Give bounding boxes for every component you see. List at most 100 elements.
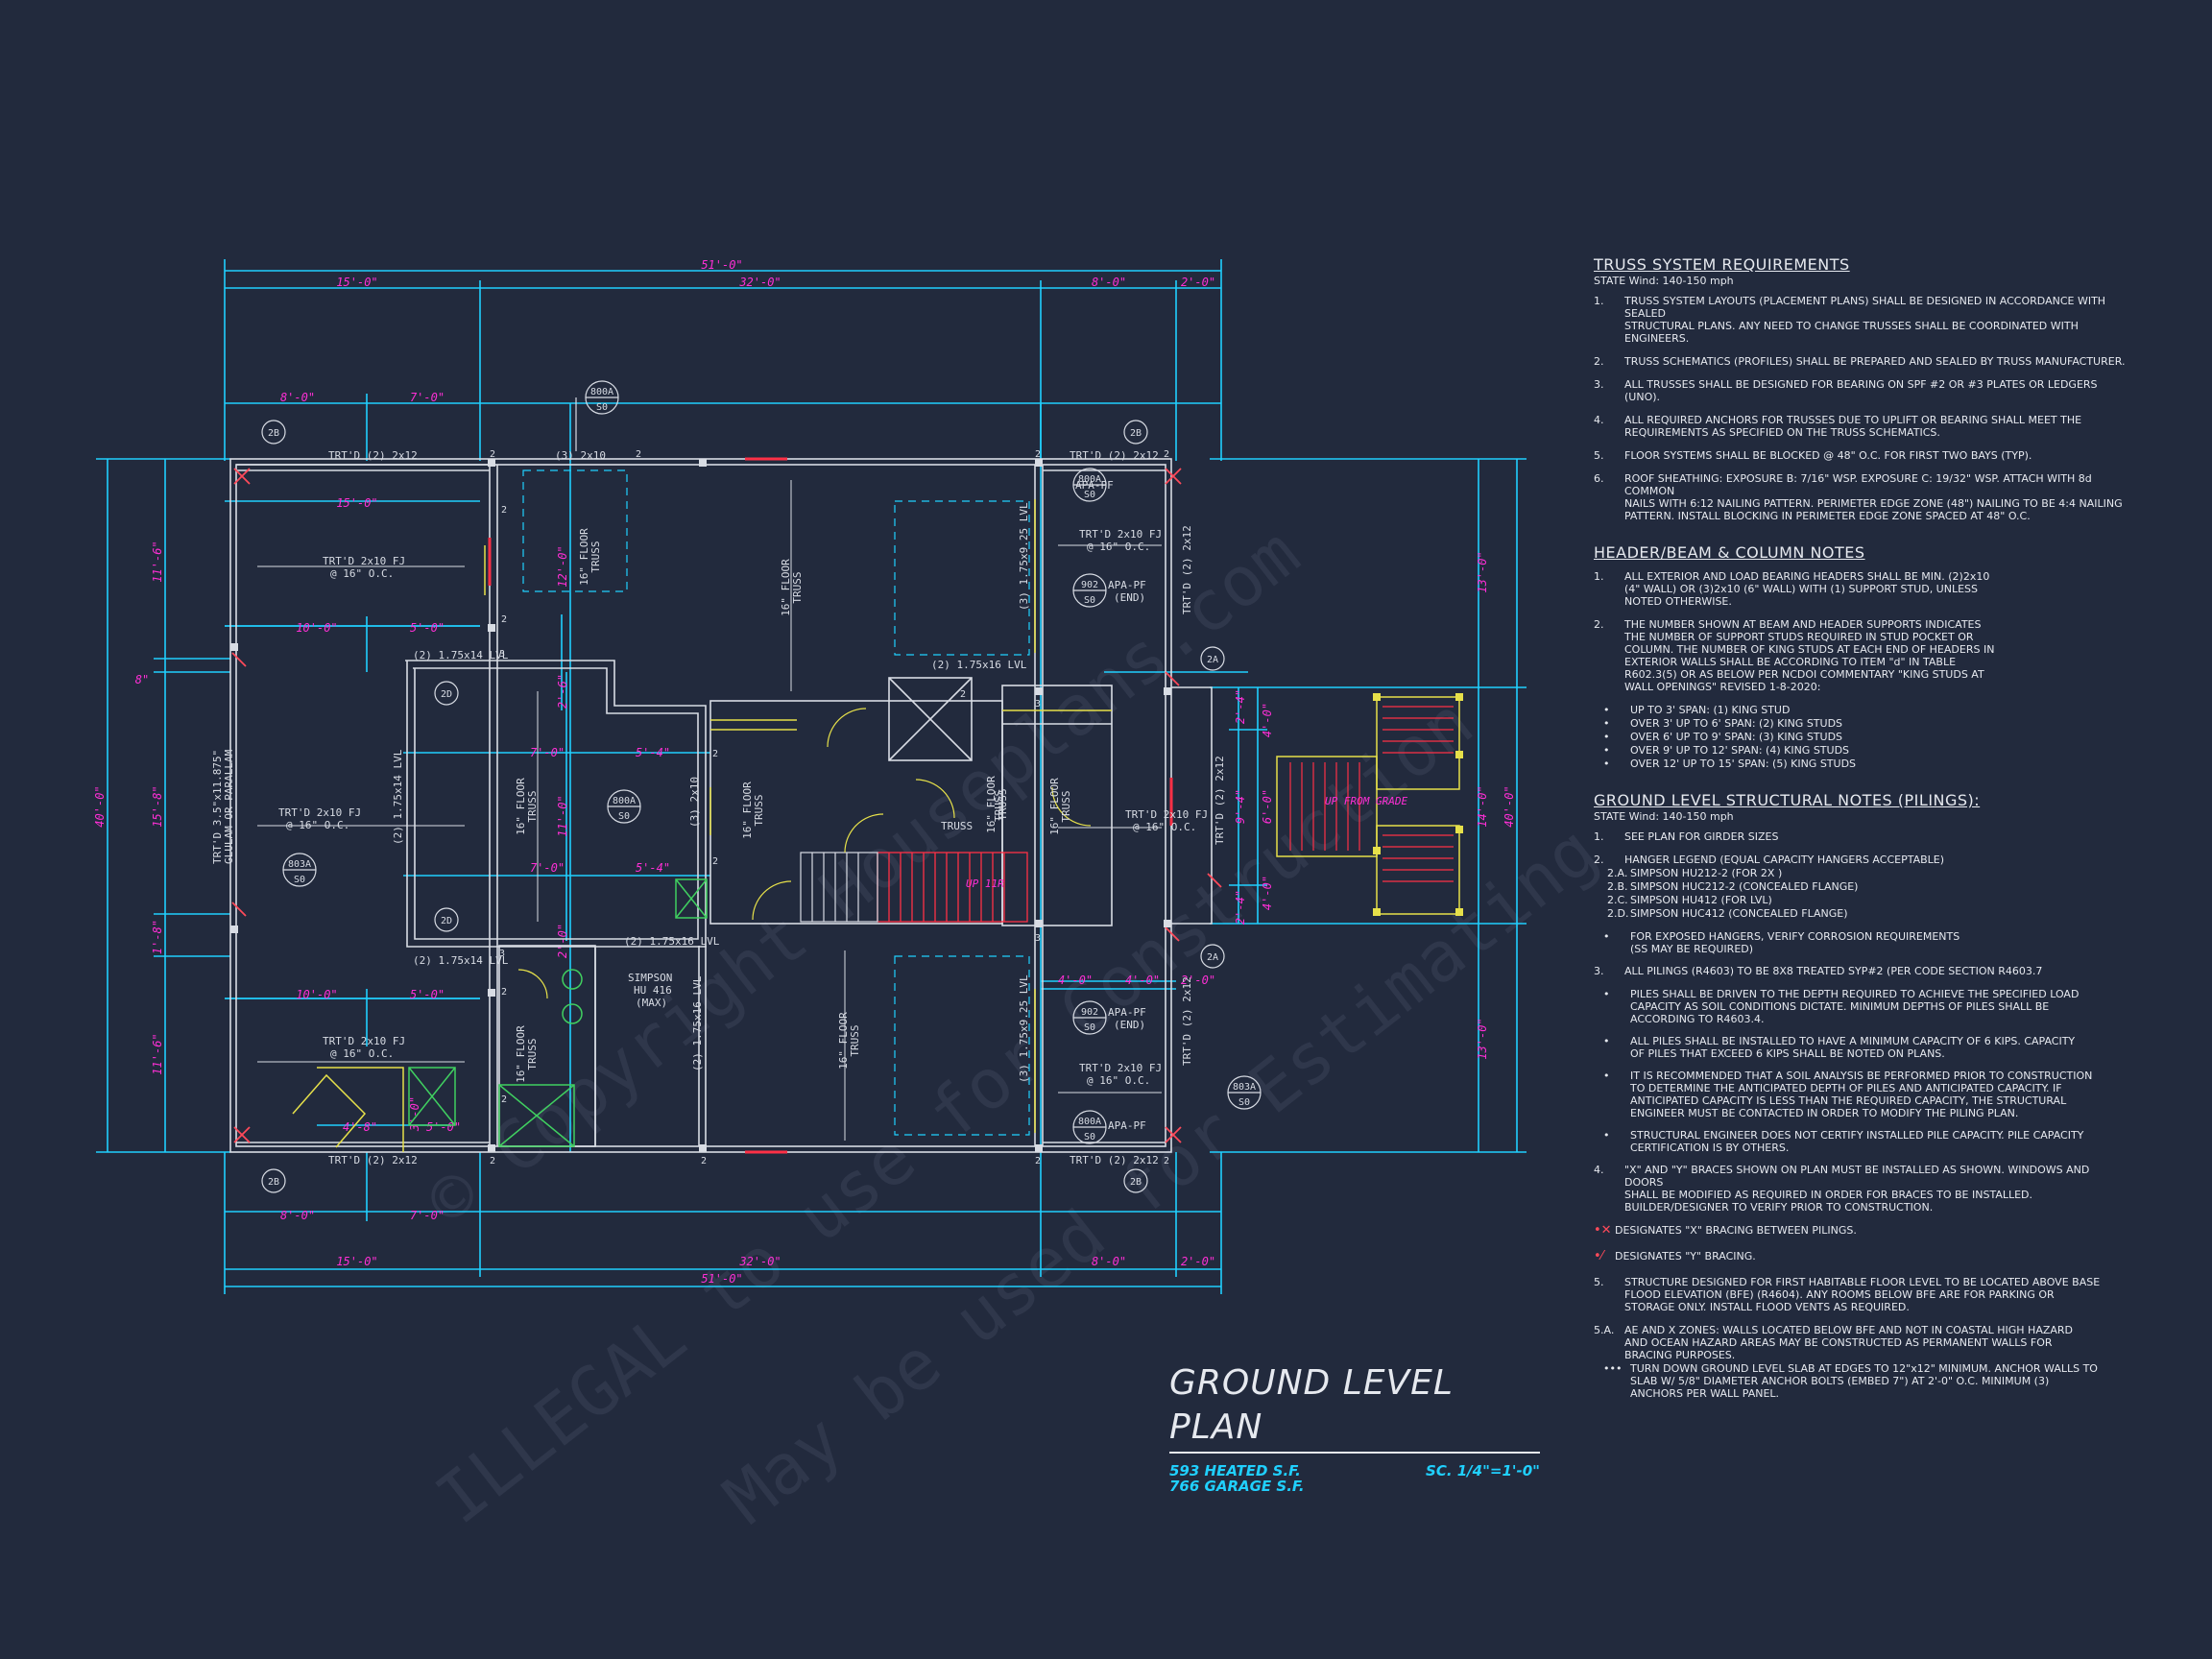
svg-text:S0: S0 [618, 811, 630, 822]
svg-text:800A: 800A [1078, 474, 1101, 485]
y-bracing-legend: •⁄DESIGNATES "Y" BRACING. [1594, 1249, 1756, 1263]
svg-text:UP 11R: UP 11R [966, 878, 1004, 890]
svg-text:S0: S0 [1084, 490, 1095, 500]
svg-text:(2) 1.75x16 LVL: (2) 1.75x16 LVL [624, 935, 720, 948]
hanger-legend: 2.A.SIMPSON HU212-2 (FOR 2X )2.B.SIMPSON… [1594, 867, 2131, 920]
svg-text:TRT'D 3.5"x11.875": TRT'D 3.5"x11.875" [211, 750, 224, 864]
dim-inner-5-4a: 5'-4" [636, 746, 670, 759]
dim-left-11-6-bot: 11'-6" [151, 1033, 164, 1074]
ground-note-5a: 5.A.AE AND X ZONES: WALLS LOCATED BELOW … [1594, 1324, 2074, 1361]
dim-right-13-bot: 13'-0" [1476, 1018, 1489, 1059]
dim-inner-5a: 5'-0" [410, 621, 445, 635]
dim-left-8: 8" [135, 673, 149, 686]
svg-text:(2) 1.75x14 LVL: (2) 1.75x14 LVL [413, 649, 509, 661]
header-notes: HEADER/BEAM & COLUMN NOTES 1.ALL EXTERIO… [1594, 543, 2131, 770]
dim-right-2-4-top: 2'-4" [1234, 689, 1247, 724]
header-note: 1.ALL EXTERIOR AND LOAD BEARING HEADERS … [1594, 570, 1990, 608]
svg-text:2: 2 [490, 1156, 495, 1166]
ground-note-3: 3.ALL PILINGS (R4603) TO BE 8X8 TREATED … [1594, 965, 2043, 977]
svg-text:TRT'D 2x10 FJ: TRT'D 2x10 FJ [1079, 528, 1162, 541]
svg-text:803A: 803A [288, 859, 311, 870]
doors [517, 708, 1092, 999]
svg-text:S0: S0 [1238, 1097, 1250, 1108]
svg-text:TRUSS: TRUSS [997, 788, 1009, 820]
svg-text:@ 16" O.C.: @ 16" O.C. [1087, 1074, 1150, 1087]
svg-text:800A: 800A [613, 796, 636, 806]
svg-text:@ 16" O.C.: @ 16" O.C. [330, 567, 394, 580]
svg-text:TRUSS: TRUSS [526, 790, 539, 822]
svg-text:TRT'D (2) 2x12: TRT'D (2) 2x12 [1070, 449, 1159, 462]
drawing-scale: SC. 1/4"=1'-0" [1426, 1462, 1540, 1479]
dim-inner-2-0v: 2'-0" [556, 924, 569, 958]
hanger-type: 2.D.SIMPSON HUC412 (CONCEALED FLANGE) [1607, 907, 1848, 920]
dim-inner-5c: 5'-0" [426, 1120, 461, 1134]
svg-text:TRT'D (2) 2x12: TRT'D (2) 2x12 [328, 1154, 418, 1166]
svg-text:2: 2 [1164, 449, 1169, 460]
ground-note-2: 2.HANGER LEGEND (EQUAL CAPACITY HANGERS … [1594, 854, 1945, 866]
dim-top-8a: 8'-0" [280, 391, 315, 404]
truss-labels: 16" FLOOR TRUSS 16" FLOOR TRUSS 16" FLOO… [515, 528, 1072, 1083]
svg-text:SIMPSON: SIMPSON [628, 972, 672, 984]
svg-text:16" FLOOR: 16" FLOOR [741, 781, 754, 839]
ground-note-4: 4."X" AND "Y" BRACES SHOWN ON PLAN MUST … [1594, 1164, 2090, 1214]
svg-text:16" FLOOR: 16" FLOOR [837, 1012, 850, 1070]
dim-top-overall: 51'-0" [701, 258, 742, 272]
svg-text:3: 3 [1035, 933, 1041, 944]
callout-bubbles [261, 380, 1262, 1193]
dim-bot-15: 15'-0" [336, 1255, 377, 1268]
svg-text:2D: 2D [441, 916, 452, 926]
x-bracing-legend: •✕DESIGNATES "X" BRACING BETWEEN PILINGS… [1594, 1223, 1857, 1238]
truss-note: 5.FLOOR SYSTEMS SHALL BE BLOCKED @ 48" O… [1594, 449, 2032, 462]
svg-text:2B: 2B [1130, 428, 1142, 439]
dim-right-9-4: 9'-4" [1234, 789, 1247, 824]
svg-text:TRT'D 2x10 FJ: TRT'D 2x10 FJ [1125, 808, 1208, 821]
dim-inner-7a: 7'-0" [530, 746, 565, 759]
svg-text:(3) 2x10: (3) 2x10 [688, 777, 701, 828]
svg-text:2: 2 [501, 614, 507, 625]
piling-note: •IT IS RECOMMENDED THAT A SOIL ANALYSIS … [1603, 1070, 2093, 1119]
svg-text:3: 3 [499, 949, 505, 959]
svg-text:3: 3 [1035, 699, 1041, 709]
dim-inner-5b: 5'-0" [410, 988, 445, 1001]
svg-text:16" FLOOR: 16" FLOOR [578, 528, 590, 586]
dim-inner-7b: 7'-0" [530, 861, 565, 875]
window-openings [488, 457, 1173, 1154]
svg-text:2D: 2D [441, 689, 452, 700]
truss-notes-wind: STATE Wind: 140-150 mph [1594, 275, 1734, 287]
svg-text:16" FLOOR: 16" FLOOR [1048, 778, 1061, 835]
svg-text:16" FLOOR: 16" FLOOR [515, 1025, 527, 1083]
hanger-type: 2.C.SIMPSON HU412 (FOR LVL) [1607, 894, 1772, 906]
truss-note: 3.ALL TRUSSES SHALL BE DESIGNED FOR BEAR… [1594, 378, 2098, 403]
ground-note-5a-sub: •••TURN DOWN GROUND LEVEL SLAB AT EDGES … [1603, 1362, 2098, 1400]
king-stud-rule: •OVER 6' UP TO 9' SPAN: (3) KING STUDS [1603, 731, 1843, 743]
dim-inner-5-4b: 5'-4" [636, 861, 670, 875]
svg-text:APA-PF: APA-PF [1108, 1119, 1146, 1132]
dim-inner-10b: 10'-0" [296, 988, 337, 1001]
piling-note: •PILES SHALL BE DRIVEN TO THE DEPTH REQU… [1603, 988, 2080, 1025]
svg-text:2A: 2A [1207, 655, 1218, 665]
king-stud-list: •UP TO 3' SPAN: (1) KING STUD•OVER 3' UP… [1594, 704, 2131, 770]
y-bracing-icon: •⁄ [1594, 1249, 1603, 1263]
svg-text:803A: 803A [1233, 1082, 1256, 1093]
structural-labels: TRT'D (2) 2x12 (3) 2x10 TRT'D (2) 2x12 T… [211, 449, 1226, 1166]
dim-bot-8a: 8'-0" [280, 1209, 315, 1222]
svg-text:3: 3 [499, 649, 505, 660]
svg-text:2: 2 [501, 505, 507, 516]
dimension-text: 51'-0" 15'-0" 3 2'-0" 8'-0" 2'-0" 8'-0" 7… [93, 258, 1516, 1286]
dim-right-overall: 40'-0" [1503, 785, 1516, 827]
king-stud-rule: •OVER 3' UP TO 6' SPAN: (2) KING STUDS [1603, 717, 1843, 730]
truss-notes: TRUSS SYSTEM REQUIREMENTS STATE Wind: 14… [1594, 255, 2131, 522]
dim-top-7a: 7'-0" [410, 391, 445, 404]
structural-notes: TRUSS SYSTEM REQUIREMENTS STATE Wind: 14… [1594, 255, 2131, 1421]
dim-top-2: 2'-0" [1181, 276, 1215, 289]
dim-right-4-0-top: 4'-0" [1261, 703, 1274, 737]
title-block: GROUND LEVEL PLAN 593 HEATED S.F. 766 GA… [1169, 1361, 1540, 1494]
dim-inner-10a: 10'-0" [296, 621, 337, 635]
dim-left-15-8: 15'-8" [151, 785, 164, 827]
svg-text:(MAX): (MAX) [636, 997, 667, 1009]
svg-text:TRT'D (2) 2x12: TRT'D (2) 2x12 [1214, 756, 1226, 845]
svg-text:APA-PF: APA-PF [1108, 1006, 1146, 1019]
dim-left-11-6-top: 11'-6" [151, 541, 164, 582]
svg-text:@ 16" O.C.: @ 16" O.C. [330, 1047, 394, 1060]
dim-inner-4a: 4'-0" [1058, 974, 1093, 987]
